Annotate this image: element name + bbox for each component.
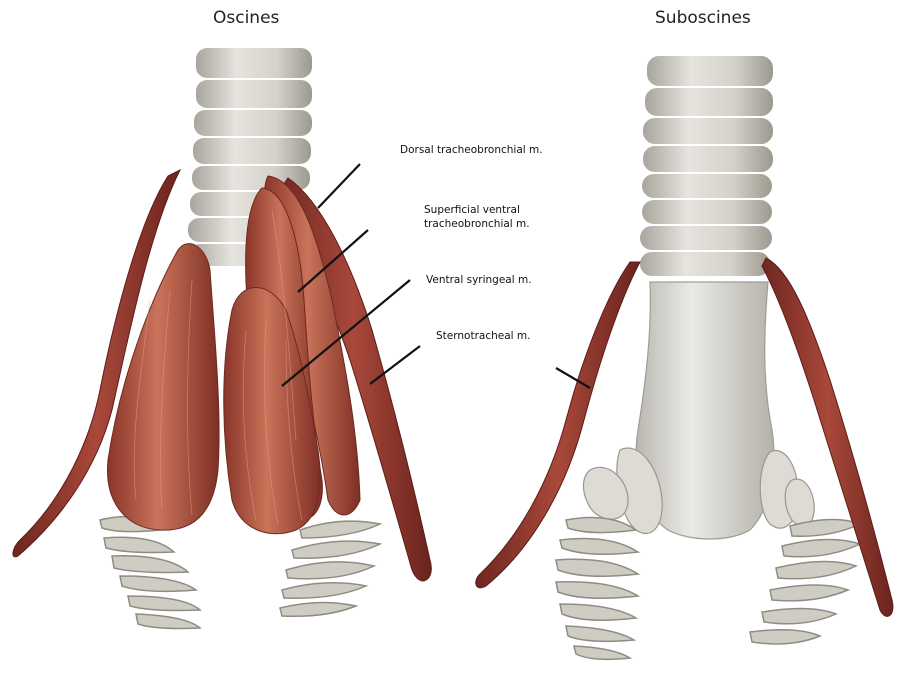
suboscines-left-sternotracheal-muscle [476, 262, 640, 588]
label-dorsal-tracheobronchial: Dorsal tracheobronchial m. [400, 143, 543, 157]
suboscines-trachea [640, 56, 773, 276]
suboscines-left-bronchus [556, 518, 638, 660]
oscines-title: Oscines [213, 8, 279, 28]
suboscines-right-bronchus [750, 519, 860, 644]
oscines-right-bronchus [280, 521, 380, 616]
label-superficial-ventral-line1: Superficial ventral [424, 203, 520, 217]
suboscines-title: Suboscines [655, 8, 751, 28]
oscines-syrinx [13, 48, 431, 629]
label-superficial-ventral-line2: tracheobronchial m. [424, 217, 530, 231]
leader-dorsal [318, 164, 360, 208]
oscines-left-bronchus [100, 517, 200, 629]
label-ventral-syringeal: Ventral syringeal m. [426, 273, 532, 287]
label-sternotracheal: Sternotracheal m. [436, 329, 530, 343]
